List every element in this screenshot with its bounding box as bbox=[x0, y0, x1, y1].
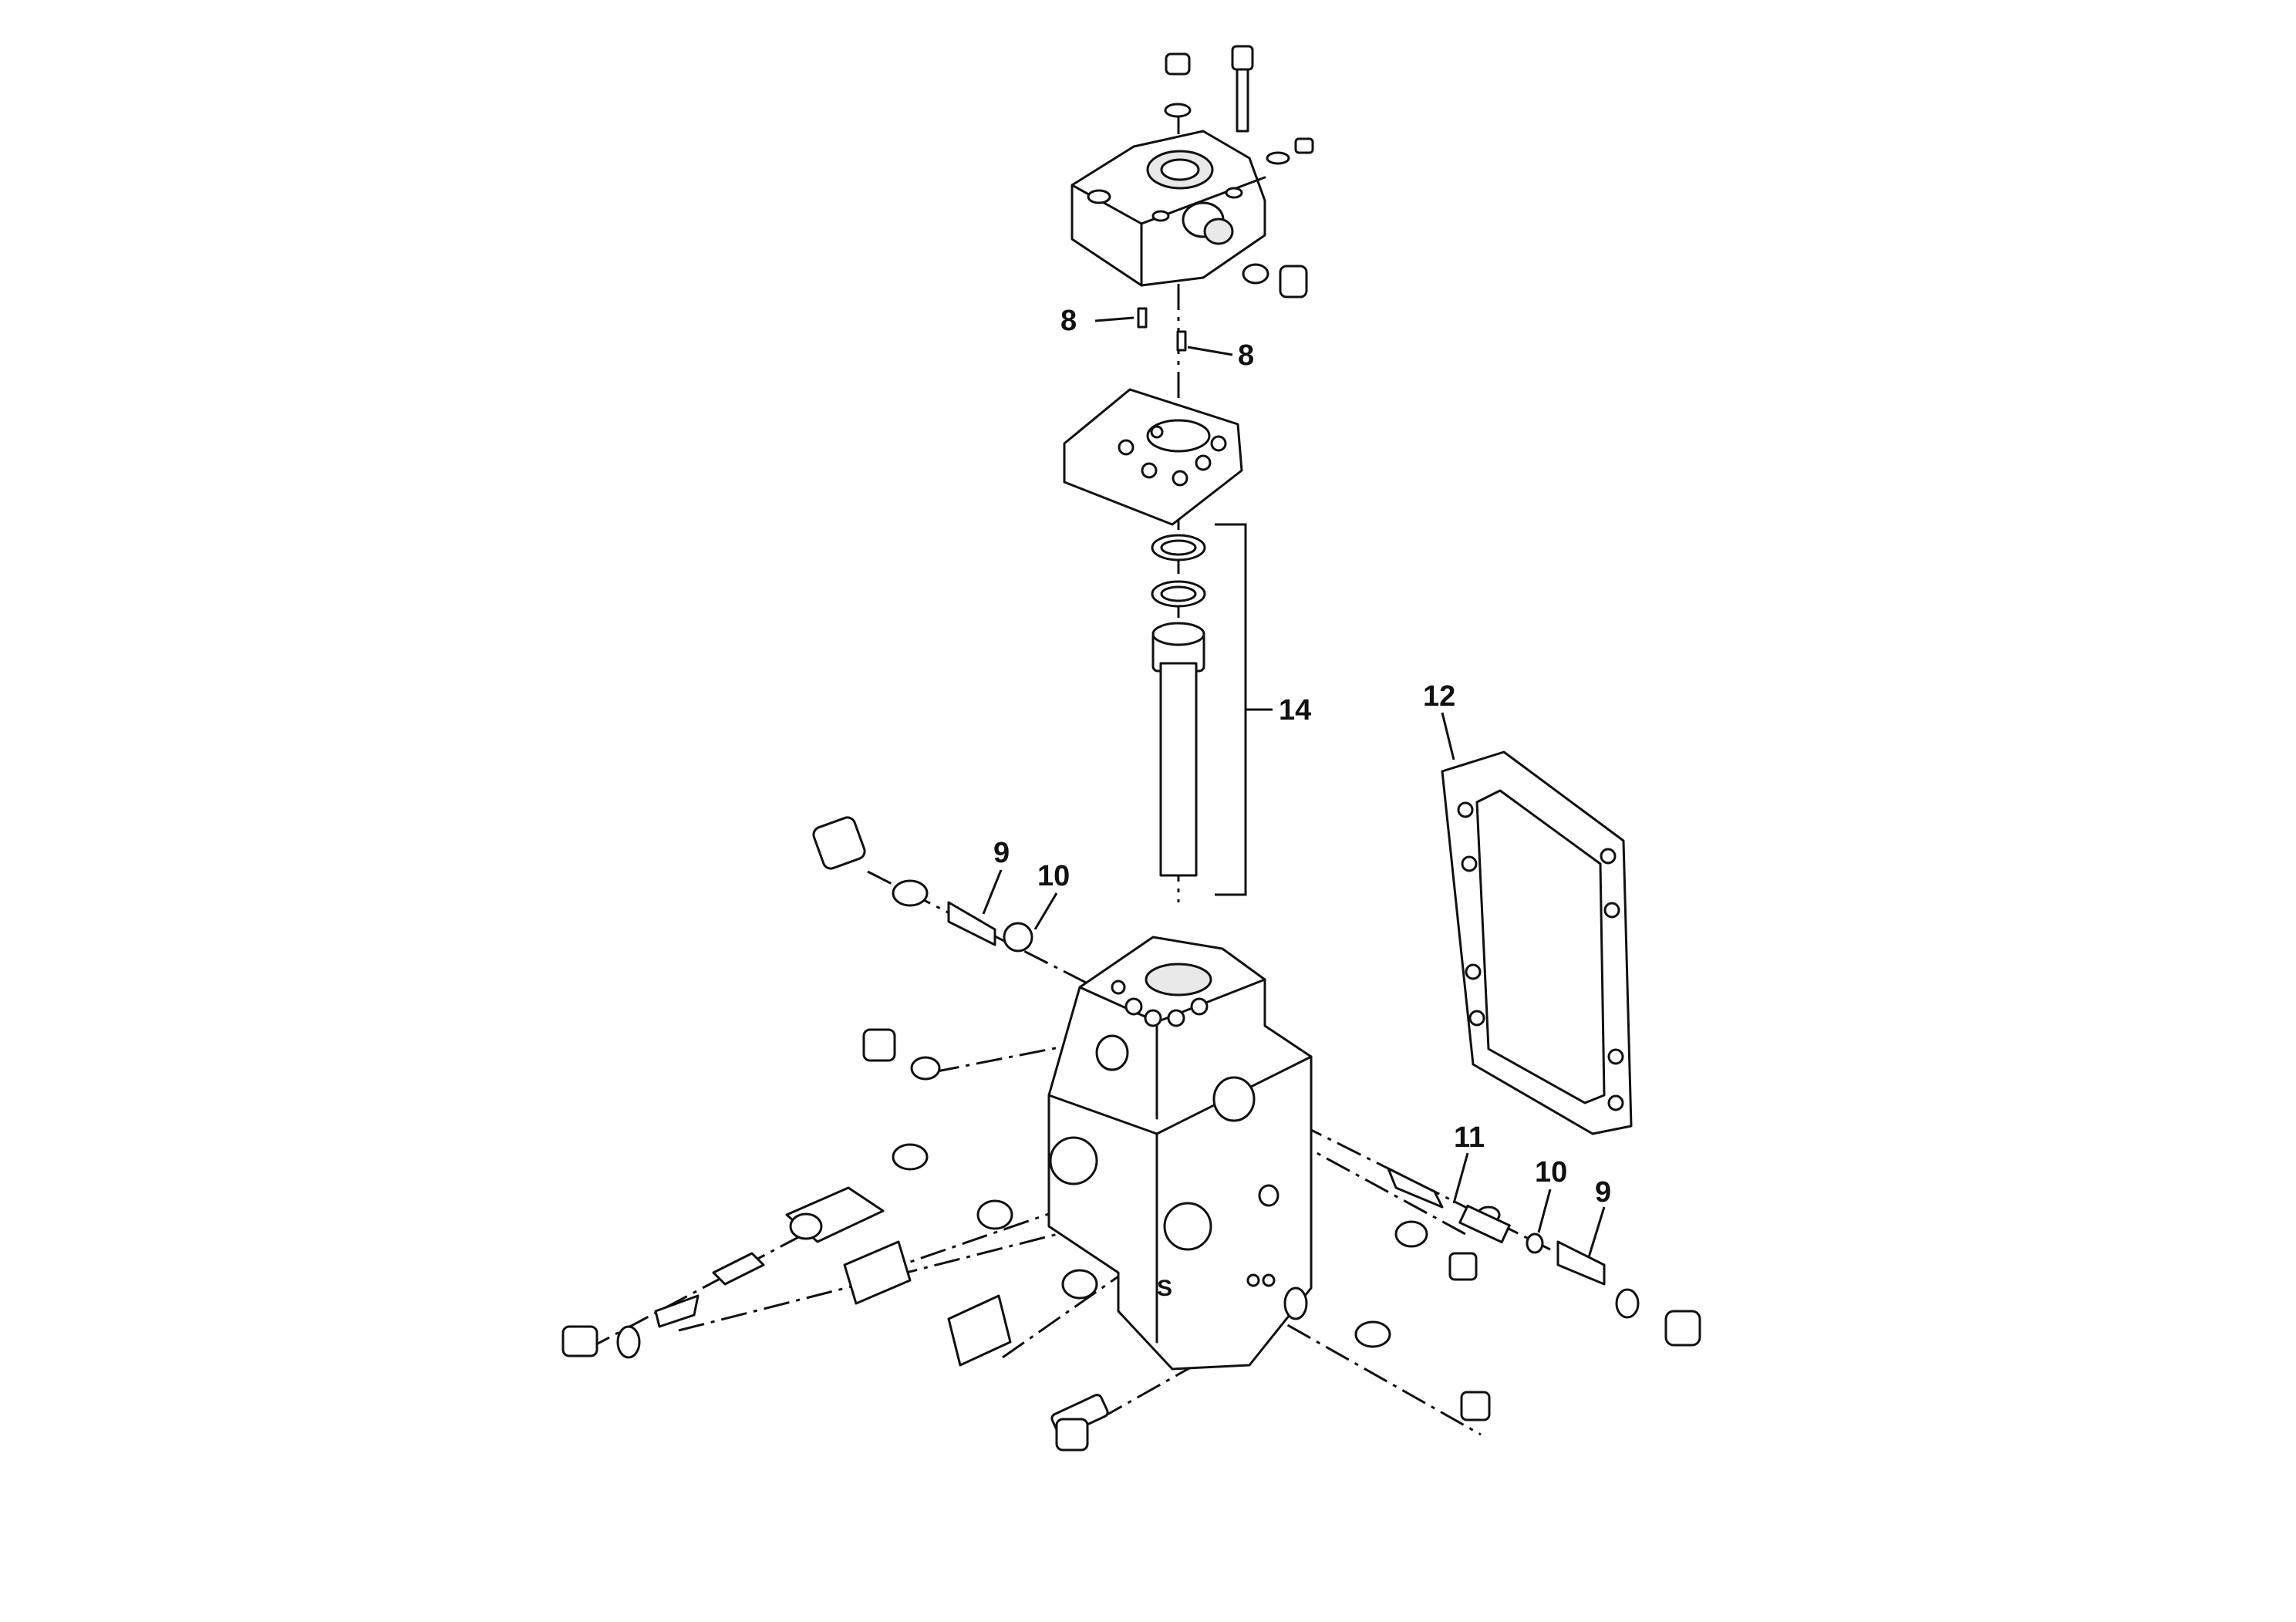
callout-11: 11 bbox=[1454, 1121, 1485, 1154]
callout-10-left: 10 bbox=[1037, 860, 1070, 892]
callout-labels: 8 8 14 12 9 10 11 10 9 bbox=[993, 305, 1611, 1209]
top-cover-block bbox=[1070, 130, 1266, 287]
callout-14: 14 bbox=[1279, 694, 1311, 727]
sleeve-assembly bbox=[1151, 534, 1206, 877]
frame-gasket bbox=[1441, 750, 1633, 1135]
callout-12: 12 bbox=[1423, 680, 1455, 713]
cover-screws bbox=[1137, 45, 1314, 352]
callout-8-right: 8 bbox=[1238, 339, 1254, 372]
left-plugs-and-valves bbox=[561, 816, 1109, 1452]
gasket-plate bbox=[1063, 388, 1243, 526]
leader-lines bbox=[982, 316, 1606, 1258]
right-side-parts bbox=[1354, 1167, 1701, 1421]
callout-9-right: 9 bbox=[1595, 1176, 1611, 1209]
callout-10-right: 10 bbox=[1535, 1156, 1567, 1189]
callout-9-left: 9 bbox=[993, 837, 1010, 869]
logo-mark: S bbox=[1157, 1276, 1172, 1301]
callout-8-left: 8 bbox=[1060, 305, 1077, 337]
valve-body: S bbox=[1047, 936, 1313, 1371]
bracket-14 bbox=[1215, 523, 1273, 896]
